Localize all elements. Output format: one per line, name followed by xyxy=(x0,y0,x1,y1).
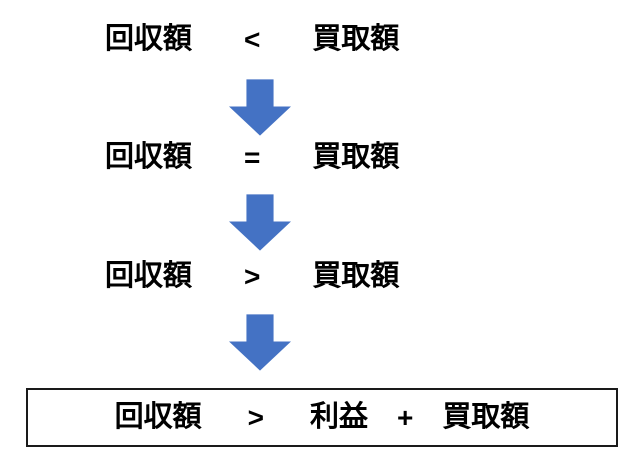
result-operator-gt: > xyxy=(247,401,264,433)
row1-right-term: 買取額 xyxy=(312,23,400,55)
row3-operator: > xyxy=(244,260,261,292)
down-arrow-shape xyxy=(229,314,291,371)
down-arrow-shape xyxy=(229,194,291,251)
row2-right-term: 買取額 xyxy=(312,141,400,173)
down-arrow-icon xyxy=(229,314,291,371)
down-arrow-icon xyxy=(229,79,291,136)
result-term-2: 利益 xyxy=(309,401,368,433)
comparison-row-3: 回収額 > 買取額 xyxy=(105,262,399,291)
comparison-row-2: 回収額 = 買取額 xyxy=(105,143,399,172)
row2-operator: = xyxy=(244,141,261,173)
row3-left-term: 回収額 xyxy=(105,260,193,292)
down-arrow-icon xyxy=(229,194,291,251)
row3-right-term: 買取額 xyxy=(312,260,400,292)
comparison-row-1: 回収額 < 買取額 xyxy=(105,25,399,54)
result-term-1: 回収額 xyxy=(114,401,202,433)
down-arrow-shape xyxy=(229,79,291,136)
result-box: 回収額 > 利益 + 買取額 xyxy=(26,388,618,447)
result-term-3: 買取額 xyxy=(442,401,530,433)
row1-left-term: 回収額 xyxy=(105,23,193,55)
row1-operator: < xyxy=(244,23,261,55)
row2-left-term: 回収額 xyxy=(105,141,193,173)
result-operator-plus: + xyxy=(397,401,414,433)
